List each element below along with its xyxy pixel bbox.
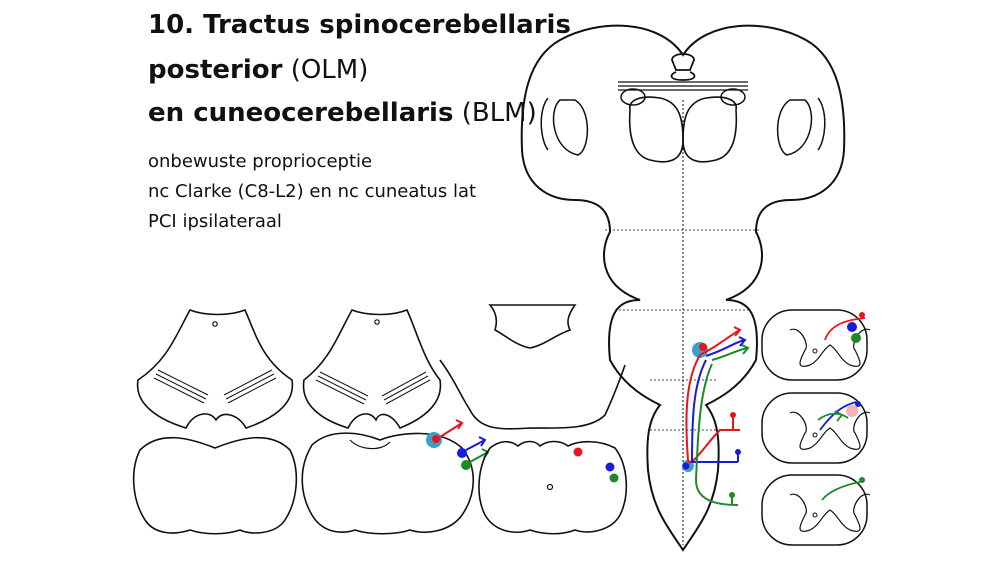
desc-line-2: nc Clarke (C8-L2) en nc cuneatus lat <box>148 181 477 202</box>
medulla-3-tracts <box>573 447 619 483</box>
title-cuneo: en cuneocerebellaris <box>148 98 454 128</box>
section-pons-curve <box>439 359 626 430</box>
medulla-2-tracts <box>426 419 490 470</box>
brainstem-tracts <box>682 326 750 506</box>
title-line-1: 10. Tractus spinocerebellaris <box>148 10 571 40</box>
title-line-2: posterior (OLM) <box>148 55 368 85</box>
title-posterior: posterior <box>148 55 283 85</box>
spinal-cord-section-top <box>761 309 871 381</box>
title-main: 10. Tractus spinocerebellaris <box>148 10 571 40</box>
spinal-top-tracts <box>824 312 866 343</box>
section-medulla-3 <box>478 440 628 535</box>
section-medulla-2 <box>301 432 474 535</box>
spinal-bottom-tracts <box>821 477 865 501</box>
brainstem-outline <box>520 24 846 552</box>
spinal-cord-section-bottom <box>761 474 871 546</box>
title-olm: (OLM) <box>290 55 369 85</box>
section-medulla-1 <box>132 436 298 535</box>
desc-line-1: onbewuste proprioceptie <box>148 151 373 172</box>
section-midbrain-1 <box>136 308 294 429</box>
spinal-mid-tracts <box>817 401 861 431</box>
section-midbrain-2 <box>302 308 442 430</box>
desc-line-3: PCI ipsilateraal <box>148 211 282 232</box>
title-line-3: en cuneocerebellaris (BLM) <box>148 98 537 128</box>
spinal-cord-section-mid <box>761 392 871 464</box>
section-pons-top <box>488 304 577 349</box>
